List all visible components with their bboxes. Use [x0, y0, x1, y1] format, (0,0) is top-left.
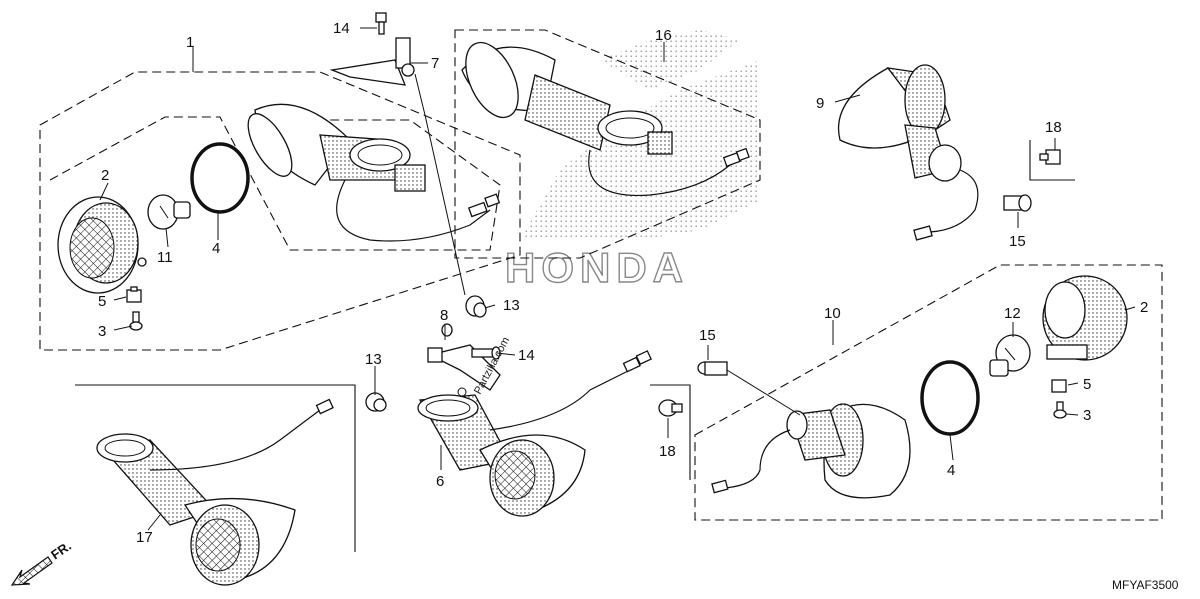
- screw-right-part-3: [1053, 401, 1067, 419]
- wire-part-6: [489, 369, 631, 431]
- callout-18-b: 18: [659, 443, 676, 460]
- housing-part-9: [837, 64, 979, 241]
- callout-5-left: 5: [98, 293, 106, 310]
- wire-part-17: [149, 409, 321, 471]
- bolt-part-15-b: [697, 361, 728, 376]
- callout-7: 7: [431, 55, 439, 72]
- signal-part-6: [417, 350, 652, 517]
- assembly-box-10: [694, 264, 1163, 521]
- callout-11: 11: [157, 249, 173, 266]
- callout-13-a: 13: [503, 297, 520, 314]
- callout-14-mid: 14: [518, 347, 535, 364]
- assembly-box-16: [454, 29, 761, 259]
- bolt-part-15-a: [1003, 194, 1032, 212]
- housing-part-1: [247, 103, 501, 242]
- signal-part-17: [96, 398, 334, 586]
- callout-18-a: 18: [1045, 119, 1062, 136]
- callout-5-right: 5: [1083, 376, 1091, 393]
- bracket-17: [75, 384, 356, 552]
- callout-16: 16: [655, 27, 672, 44]
- callout-6: 6: [436, 473, 444, 490]
- callout-10: 10: [824, 305, 841, 322]
- gasket-left-part-4: [190, 142, 250, 214]
- screw-part-18-a: [1039, 149, 1061, 165]
- grommet-part-13-a: [465, 295, 487, 318]
- lens-box-inner: [49, 116, 501, 251]
- nut-right-part-5: [1051, 379, 1067, 393]
- callout-14-top: 14: [333, 20, 350, 37]
- wire-part-16: [588, 149, 731, 197]
- bracket-18-left: [650, 384, 691, 480]
- wire-part-1: [336, 179, 491, 242]
- nut-left-part-5: [126, 286, 142, 303]
- assembly-box-1: [39, 71, 521, 351]
- callout-9: 9: [816, 95, 824, 112]
- bulb-right-part-12: [989, 334, 1031, 377]
- gasket-right-part-4: [920, 360, 980, 436]
- bulb-left-part-11: [147, 194, 191, 230]
- callout-4-left: 4: [212, 240, 220, 257]
- front-direction-label: FR.: [48, 538, 74, 562]
- callout-3-left: 3: [98, 323, 106, 340]
- lens-right-part-2: [1042, 275, 1128, 361]
- callout-3-right: 3: [1083, 407, 1091, 424]
- honda-watermark: HONDA: [504, 30, 760, 292]
- housing-part-16: [461, 41, 750, 197]
- callout-4-right: 4: [947, 462, 955, 479]
- callout-2-right: 2: [1140, 299, 1148, 316]
- bracket-18-right: [1029, 140, 1075, 181]
- callout-1: 1: [186, 34, 194, 51]
- housing-part-10: [711, 403, 911, 499]
- callout-13-b: 13: [365, 351, 382, 368]
- callout-8: 8: [440, 307, 448, 324]
- callout-15-b: 15: [699, 327, 716, 344]
- screw-top-part-14: [375, 12, 387, 35]
- screw-part-18-b: [658, 399, 683, 417]
- callout-2-left: 2: [101, 167, 109, 184]
- wire-part-10: [724, 429, 791, 489]
- group-boxes: [39, 29, 1163, 552]
- callout-15-a: 15: [1009, 233, 1026, 250]
- grommet-part-13-b: [365, 392, 387, 412]
- wire-part-9: [929, 169, 979, 233]
- callout-labels: 1 2 11 4 5 3 14 7 16 13 8 14 13 6 9 18 1…: [98, 20, 1148, 546]
- screw-mid-part-14: [471, 346, 501, 360]
- screw-left-part-3: [129, 311, 143, 331]
- leader-lines: [99, 27, 1136, 531]
- callout-17: 17: [136, 529, 153, 546]
- bracket-part-7: [329, 37, 415, 86]
- front-direction-arrow: FR.: [10, 538, 74, 586]
- lens-left-part-2: [57, 196, 147, 294]
- callout-12: 12: [1004, 305, 1021, 322]
- drawing-code: MFYAF3500: [1112, 578, 1179, 592]
